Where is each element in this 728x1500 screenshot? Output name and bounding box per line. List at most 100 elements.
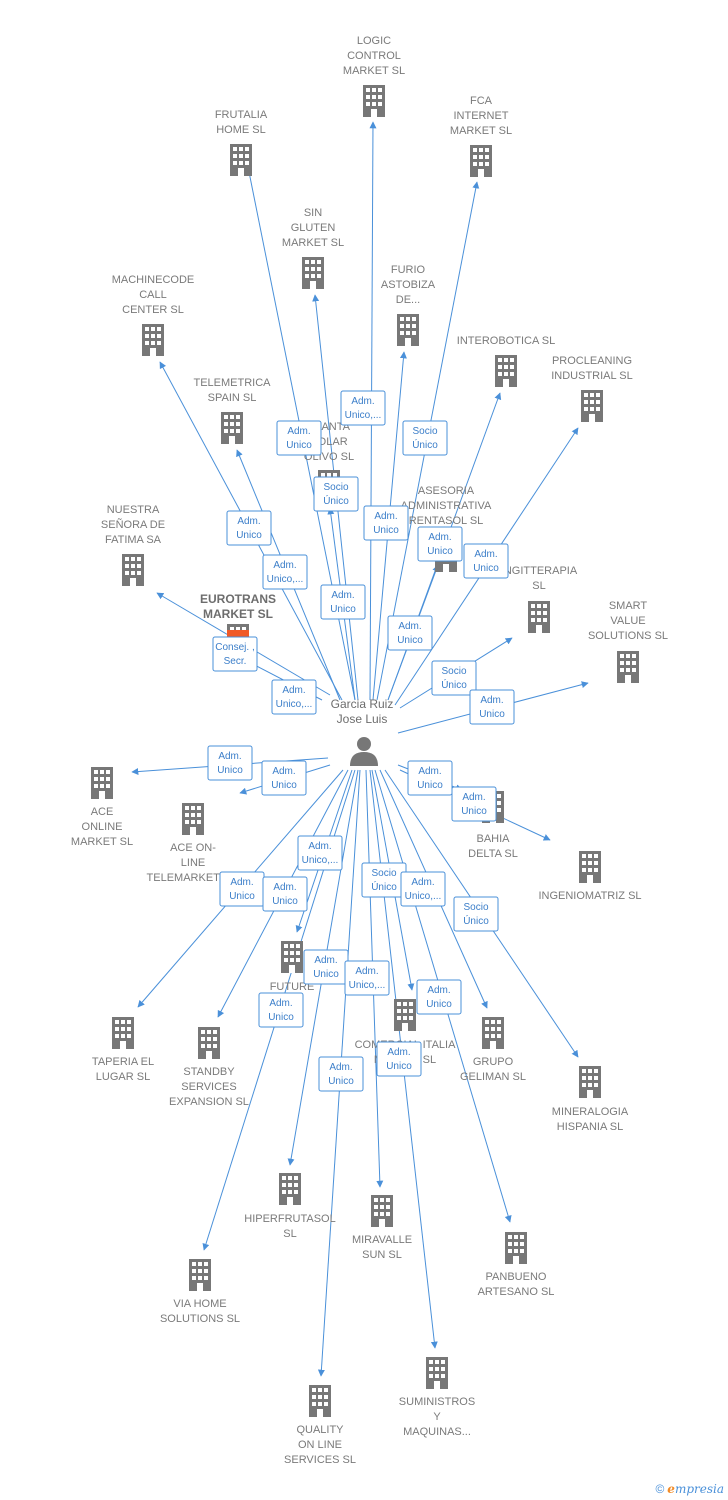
role-box-telemetrica[interactable]: Adm.Unico,... xyxy=(262,554,308,590)
role-box-asesoria[interactable]: Adm.Unico xyxy=(387,615,433,651)
role-box-taperia[interactable]: Adm.Unico xyxy=(219,871,265,907)
person-icon xyxy=(350,752,378,766)
role-box-frutalia[interactable]: Adm.Unico xyxy=(276,420,322,456)
role-label-line: Unico xyxy=(236,530,262,541)
company-node-ingeniomatriz[interactable]: INGENIOMATRIZ SL xyxy=(538,851,642,902)
role-box-frame xyxy=(453,896,499,932)
role-box-furio[interactable]: Adm.Unico xyxy=(363,505,409,541)
role-label-line: Socio xyxy=(463,902,488,913)
building-icon xyxy=(281,941,303,973)
role-box-nuestra[interactable]: Adm.Unico,... xyxy=(271,679,317,715)
role-box-aceonline[interactable]: Adm. Unico xyxy=(207,745,253,781)
company-name-line: Y xyxy=(433,1411,441,1423)
role-box-frame xyxy=(262,876,308,912)
role-box-singluten[interactable]: Adm.Unico xyxy=(320,584,366,620)
company-name-line: MAQUINAS... xyxy=(403,1426,471,1438)
company-name-line: SIN xyxy=(304,207,322,219)
company-node-furio[interactable]: FURIOASTOBIZADE... xyxy=(381,264,436,346)
company-node-suministros[interactable]: SUMINISTROSYMAQUINAS... xyxy=(399,1357,475,1438)
role-label-line: Unico xyxy=(313,969,339,980)
company-name-line: ACE ON- xyxy=(170,842,216,854)
role-box-standby[interactable]: Adm.Unico xyxy=(262,876,308,912)
role-box-panbueno[interactable]: Adm.Unico xyxy=(416,979,462,1015)
role-box-smartvalue[interactable]: Adm.Unico xyxy=(469,689,515,725)
role-box-grupo[interactable]: Adm.Unico,... xyxy=(400,871,446,907)
role-label-line: Adm. xyxy=(462,792,485,803)
building-icon xyxy=(182,803,204,835)
role-label-line: Adm. xyxy=(427,985,450,996)
role-label-line: Adm. xyxy=(398,621,421,632)
company-name-line: MARKET SL xyxy=(282,237,344,249)
role-box-frame xyxy=(313,476,359,512)
role-box-viahome[interactable]: Adm.Unico xyxy=(258,992,304,1028)
role-box-quality[interactable]: Adm.Unico xyxy=(318,1056,364,1092)
company-name-line: TELEMETRICA xyxy=(193,377,271,389)
role-box-frame xyxy=(262,554,308,590)
company-name-line: BAHIA xyxy=(476,833,510,845)
role-box-frame xyxy=(416,979,462,1015)
company-name-line: GRUPO xyxy=(473,1056,514,1068)
role-box-eurotrans[interactable]: Consej. ,Secr. xyxy=(212,636,258,672)
building-icon xyxy=(302,257,324,289)
role-label-line: Único xyxy=(412,438,438,451)
role-box-frame xyxy=(400,871,446,907)
role-label-line: Adm. xyxy=(287,426,310,437)
role-box-suministros[interactable]: Adm.Unico xyxy=(376,1041,422,1077)
company-node-interobotica[interactable]: INTEROBOTICA SL xyxy=(457,335,555,387)
role-label-line: Socio xyxy=(412,426,437,437)
role-box-logic[interactable]: Adm.Unico,... xyxy=(340,390,386,426)
role-box-procleaning[interactable]: Adm.Unico xyxy=(463,543,509,579)
role-box-machinecode[interactable]: Adm.Unico xyxy=(226,510,272,546)
role-box-future[interactable]: Adm.Unico,... xyxy=(297,835,343,871)
company-name-line: MARKET SL xyxy=(203,607,273,621)
role-box-aceontele[interactable]: Adm.Unico xyxy=(261,760,307,796)
role-box-frame xyxy=(376,1041,422,1077)
role-label-line: Adm. xyxy=(218,751,241,762)
role-box-interobotica[interactable]: Adm.Unico xyxy=(417,526,463,562)
building-icon xyxy=(579,1066,601,1098)
company-name-line: INTEROBOTICA SL xyxy=(457,335,555,347)
role-label-line: Unico xyxy=(217,765,243,776)
company-name-line: EUROTRANS xyxy=(200,592,276,606)
company-name-line: ARTESANO SL xyxy=(478,1286,555,1298)
company-name-line: RENTASOL SL xyxy=(409,515,484,527)
building-icon xyxy=(198,1027,220,1059)
role-box-miravalle[interactable]: Adm.Unico,... xyxy=(344,960,390,996)
role-box-ingeniomatriz[interactable]: Adm.Unico xyxy=(451,786,497,822)
role-box-bahia[interactable]: Adm.Unico xyxy=(407,760,453,796)
center-person[interactable]: Garcia Ruiz Jose Luis xyxy=(331,697,394,766)
role-label-line: Adm. xyxy=(474,549,497,560)
role-box-hiperfrutasol[interactable]: Adm.Unico xyxy=(303,949,349,985)
